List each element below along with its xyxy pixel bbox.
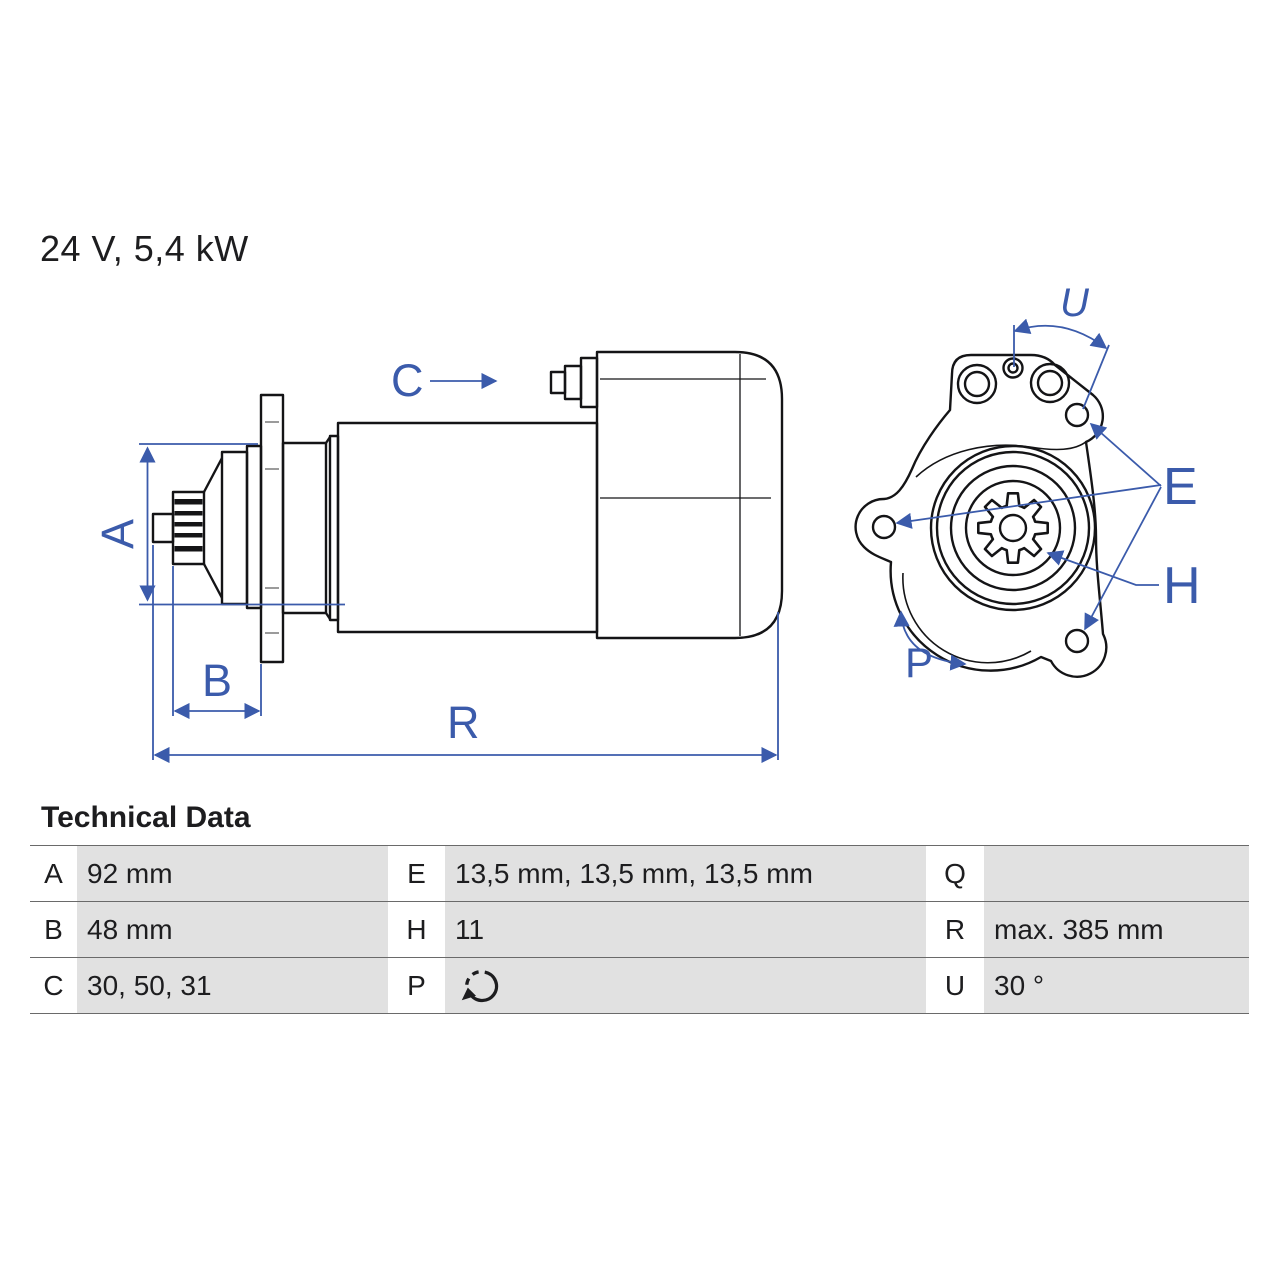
- dimension-labels-side: C A B R: [92, 355, 480, 748]
- front-view-drawing: [854, 353, 1108, 678]
- spec-key: B: [30, 902, 77, 957]
- label-c: C: [391, 355, 424, 406]
- technical-data-table: A 92 mm E 13,5 mm, 13,5 mm, 13,5 mm Q B …: [30, 845, 1249, 1014]
- dimension-lines-front: [893, 318, 1162, 671]
- label-r: R: [447, 697, 480, 748]
- table-row: B 48 mm H 11 R max. 385 mm: [30, 902, 1249, 958]
- dim-u-arc: [1013, 318, 1108, 349]
- motor-body: [336, 421, 599, 634]
- spec-key: Q: [926, 846, 984, 901]
- collar: [281, 441, 328, 615]
- rotation-direction-cell: [445, 958, 926, 1013]
- pinion-shaft: [151, 512, 175, 544]
- terminal-stud: [549, 356, 599, 409]
- spec-value: 13,5 mm, 13,5 mm, 13,5 mm: [445, 846, 926, 901]
- spec-key: R: [926, 902, 984, 957]
- spec-value: 11: [445, 902, 926, 957]
- bearing-boss-circles: [929, 444, 1097, 612]
- dim-h-leader: [1046, 550, 1159, 586]
- dimension-lines-side: [139, 372, 779, 764]
- label-p: P: [905, 639, 933, 686]
- label-u: U: [1060, 281, 1090, 325]
- end-cap: [595, 350, 784, 640]
- rotation-ccw-icon: [461, 969, 499, 1002]
- spec-value: 30, 50, 31: [77, 958, 388, 1013]
- pinion-center-hole: [998, 513, 1028, 543]
- spec-key: H: [388, 902, 445, 957]
- front-pinion-gear: [977, 492, 1049, 564]
- spec-key: A: [30, 846, 77, 901]
- pinion-splines: [174, 499, 203, 552]
- mounting-flange: [259, 393, 285, 664]
- label-b: B: [202, 655, 232, 706]
- spec-value: [984, 846, 1249, 901]
- front-flange-outline: [854, 353, 1108, 678]
- spec-value: 48 mm: [77, 902, 388, 957]
- spec-value: max. 385 mm: [984, 902, 1249, 957]
- page-title: 24 V, 5,4 kW: [40, 228, 249, 269]
- spec-value: 30 °: [984, 958, 1249, 1013]
- label-e: E: [1163, 458, 1198, 516]
- drive-housing-taper: [202, 457, 224, 599]
- top-bolt-holes: [956, 357, 1071, 405]
- technical-data-heading: Technical Data: [41, 801, 251, 834]
- flange-ticks: [265, 421, 279, 634]
- spec-key: P: [388, 958, 445, 1013]
- table-row: C 30, 50, 31 P U 30 °: [30, 958, 1249, 1014]
- side-view-drawing: [151, 350, 784, 664]
- dim-e-leader-2: [895, 484, 1162, 529]
- dim-e-leader-3: [1084, 486, 1162, 631]
- label-h: H: [1163, 557, 1201, 615]
- mounting-lug-holes: [871, 402, 1090, 654]
- label-a: A: [92, 519, 143, 549]
- starter-motor-technical-drawing: C A B R: [92, 281, 1201, 764]
- dim-e-leader-1: [1089, 422, 1162, 487]
- spec-key: U: [926, 958, 984, 1013]
- pinion-gear: [171, 490, 206, 566]
- dim-p-arc: [893, 610, 967, 671]
- spec-key: C: [30, 958, 77, 1013]
- table-row: A 92 mm E 13,5 mm, 13,5 mm, 13,5 mm Q: [30, 846, 1249, 902]
- spec-key: E: [388, 846, 445, 901]
- spec-value: 92 mm: [77, 846, 388, 901]
- dimension-labels-front: U E H P: [905, 281, 1201, 686]
